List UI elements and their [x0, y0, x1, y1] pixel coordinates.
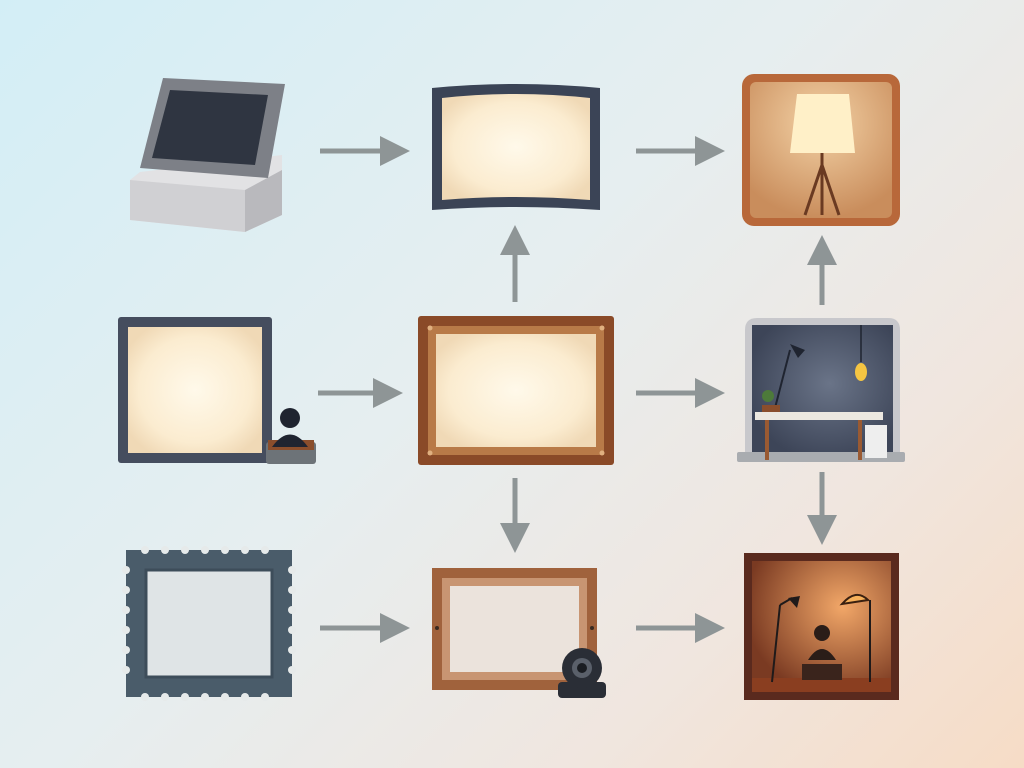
backlit-frame-with-user-icon — [118, 317, 316, 464]
screen-frame-icon — [432, 84, 600, 210]
lit-studio-scene-icon — [744, 553, 899, 700]
arrows — [318, 136, 837, 643]
user-icon — [280, 408, 300, 428]
wooden-frame-with-webcam-icon — [432, 568, 606, 698]
stamp-frame-icon — [122, 546, 296, 701]
tablet-kiosk-icon — [130, 78, 285, 232]
webcam-icon — [558, 648, 606, 698]
desk-workspace-icon — [737, 318, 905, 462]
wooden-lightbox-frame-icon — [418, 316, 614, 465]
floor-lamp-icon — [742, 74, 900, 226]
